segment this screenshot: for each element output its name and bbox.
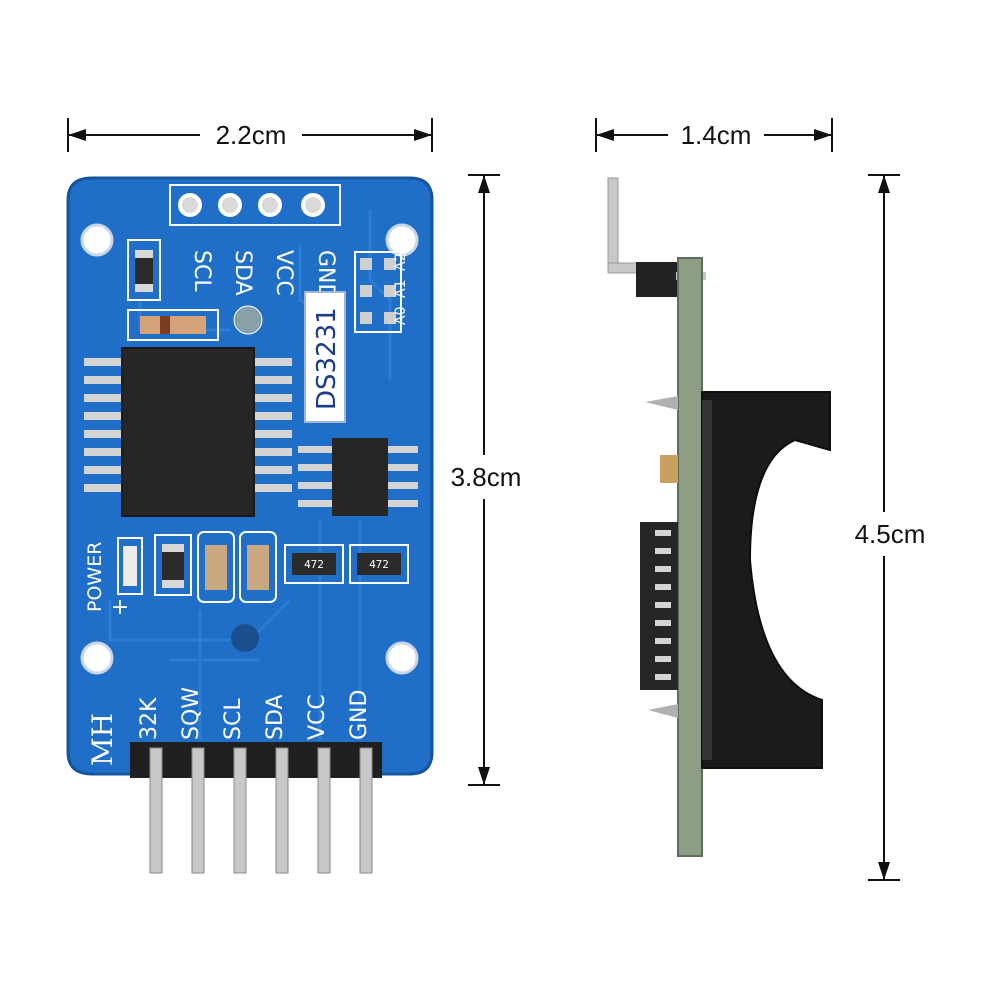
- mounting-hole: [385, 223, 419, 257]
- smd-capacitor: [197, 531, 235, 603]
- address-pads: [354, 251, 402, 333]
- bottom-label-gnd: GND: [347, 690, 372, 740]
- mounting-hole: [385, 641, 419, 675]
- top-header-pads: [169, 184, 341, 226]
- front-height-dimension: 3.8cm: [440, 174, 532, 786]
- bottom-pin-header: [130, 742, 382, 874]
- power-led: [117, 537, 143, 595]
- battery-holder: [701, 391, 831, 769]
- bottom-label-sda: SDA: [263, 694, 288, 740]
- svg-text:472: 472: [369, 558, 389, 571]
- bottom-label-vcc: VCC: [305, 694, 330, 740]
- rtc-module-front: SCL SDA VCC GND DS3231: [66, 176, 434, 874]
- power-label: POWER: [84, 542, 106, 612]
- eeprom-chip: [298, 438, 418, 516]
- bottom-label-sqw: SQW: [179, 687, 204, 740]
- address-label-a0: A0: [393, 307, 409, 325]
- chip-label: DS3231: [312, 307, 342, 410]
- front-width-label: 2.2cm: [216, 120, 287, 150]
- svg-text:472: 472: [304, 558, 324, 571]
- chip-side: [640, 522, 678, 690]
- manufacturer-logo: MH: [86, 713, 119, 766]
- side-width-dimension: 1.4cm: [595, 118, 833, 152]
- component-lead: [645, 396, 678, 410]
- side-width-label: 1.4cm: [681, 120, 752, 150]
- front-width-dimension: 2.2cm: [67, 118, 433, 152]
- smd-capacitor: [239, 531, 277, 603]
- via: [231, 624, 259, 652]
- mounting-hole: [80, 641, 114, 675]
- mounting-hole: [80, 223, 114, 257]
- chip-label-box: DS3231: [304, 291, 346, 423]
- solder-joint: [233, 305, 263, 335]
- smd-resistor: [127, 239, 161, 301]
- top-label-sda: SDA: [230, 250, 255, 296]
- resistor-array: 472: [284, 544, 344, 584]
- side-height-dimension: 4.5cm: [842, 174, 938, 881]
- smd-component: [660, 455, 678, 483]
- rtc-chip: [84, 347, 292, 517]
- address-label-a1: A1: [393, 280, 409, 298]
- smd-capacitor: [154, 534, 192, 596]
- pcb-edge: [677, 257, 703, 857]
- front-height-label: 3.8cm: [451, 462, 522, 492]
- resistor-array: 472: [349, 544, 409, 584]
- power-plus-label: +: [111, 595, 129, 620]
- side-height-label: 4.5cm: [855, 519, 926, 549]
- top-label-scl: SCL: [189, 250, 214, 292]
- rtc-module-side: [607, 177, 831, 857]
- top-label-vcc: VCC: [271, 250, 296, 296]
- component-lead: [648, 704, 678, 718]
- address-label-a2: A2: [393, 253, 409, 271]
- bottom-label-scl: SCL: [221, 698, 246, 740]
- bottom-label-32k: 32K: [137, 697, 162, 740]
- smd-diode: [127, 309, 219, 341]
